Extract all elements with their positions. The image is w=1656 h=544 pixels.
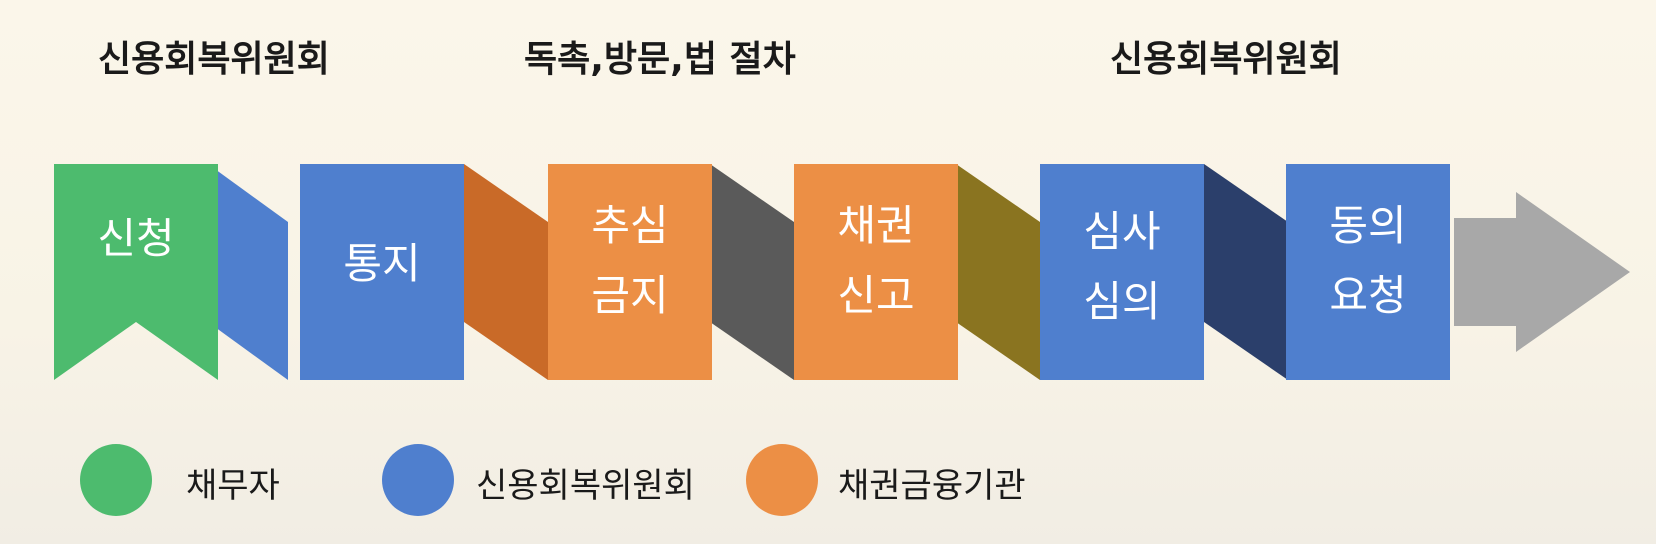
- step-2-label: 통지: [300, 164, 464, 364]
- legend-dot-creditor: [746, 444, 818, 516]
- step-2-shape: [300, 164, 464, 380]
- connector-4: [956, 164, 1040, 380]
- step-4-line2: 신고: [837, 271, 915, 320]
- legend-dot-committee: [382, 444, 454, 516]
- legend-dot-debtor: [80, 444, 152, 516]
- step-5-line1: 심사: [1083, 207, 1161, 256]
- step-6-shape: [1286, 164, 1450, 380]
- step-4-line1: 채권: [837, 201, 915, 250]
- legend-label-creditor: 채권금융기관: [838, 466, 1026, 506]
- step-5-shape: [1040, 164, 1204, 380]
- step-3-line2: 금지: [591, 271, 669, 320]
- step-3-shape: [548, 164, 712, 380]
- step-6-line1: 동의: [1329, 201, 1407, 250]
- step-5-line2: 심의: [1083, 277, 1161, 326]
- process-arrow: [1454, 192, 1630, 352]
- connector-1: [208, 164, 288, 380]
- connector-5: [1204, 164, 1288, 380]
- header-left-committee: 신용회복위원회: [98, 39, 330, 80]
- connector-3: [710, 164, 794, 380]
- step-3-label: 추심 금지: [548, 186, 712, 336]
- step-6-label: 동의 요청: [1286, 186, 1450, 336]
- step-2-line1: 통지: [343, 239, 421, 288]
- step-1-label: 신청: [54, 164, 218, 314]
- connector-2: [464, 164, 548, 380]
- step-4-shape: [794, 164, 958, 380]
- step-1-line1: 신청: [97, 214, 175, 263]
- step-6-line2: 요청: [1329, 271, 1407, 320]
- legend-label-committee: 신용회복위원회: [476, 466, 695, 506]
- step-1-shape: [54, 164, 218, 380]
- step-4-label: 채권 신고: [794, 186, 958, 336]
- header-right-committee: 신용회복위원회: [1110, 39, 1342, 80]
- header-middle-collection: 독촉,방문,법 절차: [524, 39, 796, 80]
- legend-label-debtor: 채무자: [186, 466, 280, 506]
- step-3-line1: 추심: [591, 201, 669, 250]
- step-5-label: 심사 심의: [1040, 192, 1204, 342]
